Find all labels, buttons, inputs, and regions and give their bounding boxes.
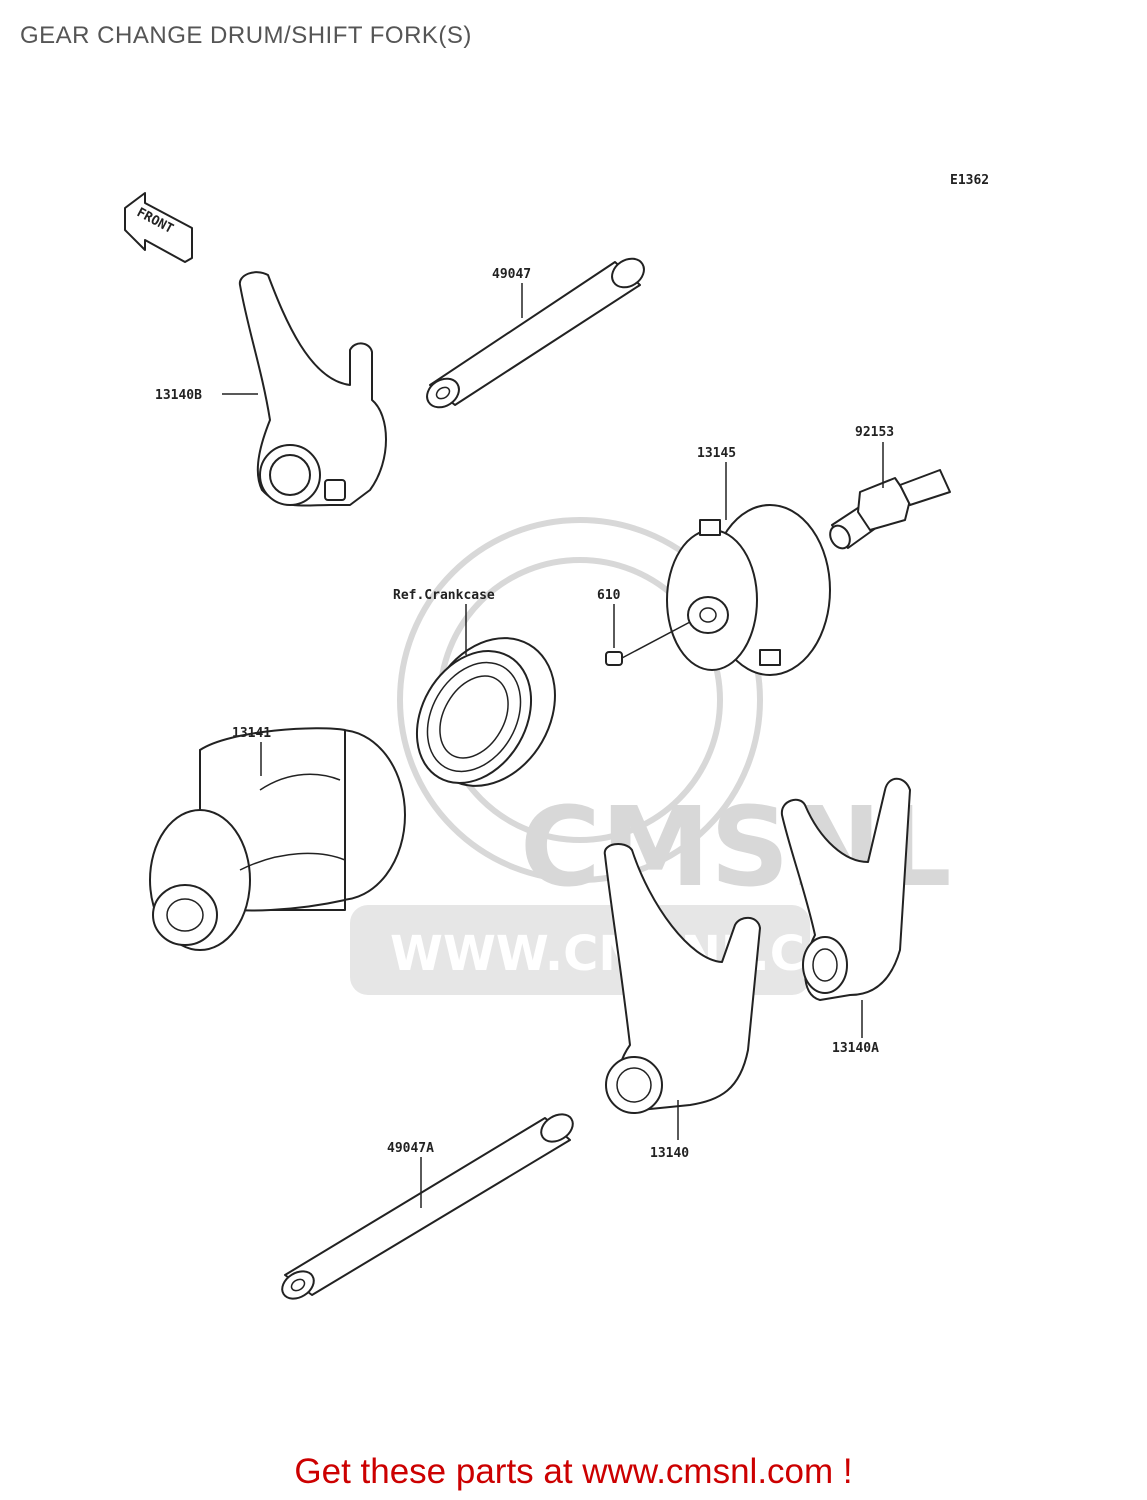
- label-49047: 49047: [492, 267, 531, 282]
- bolt-92153: [829, 469, 951, 550]
- label-13140: 13140: [650, 1146, 689, 1161]
- page-title: GEAR CHANGE DRUM/SHIFT FORK(S): [20, 22, 472, 49]
- bearing-ref-crankcase: [415, 637, 556, 787]
- label-92153: 92153: [855, 425, 894, 440]
- shaft-49047a: [281, 1113, 574, 1300]
- label-13140a: 13140A: [832, 1041, 879, 1056]
- pin-610: [605, 621, 691, 666]
- label-ref-crankcase: Ref.Crankcase: [393, 588, 495, 603]
- gear-change-drum-13141: [149, 727, 406, 951]
- label-13140b: 13140B: [155, 388, 202, 403]
- label-610: 610: [597, 588, 621, 603]
- shift-fork-13140b: [238, 271, 387, 507]
- label-13141: 13141: [232, 726, 271, 741]
- diagram-code: E1362: [950, 173, 989, 188]
- front-direction-arrow: FRONT: [124, 192, 193, 263]
- label-49047a: 49047A: [387, 1141, 434, 1156]
- cam-13145: [666, 504, 831, 676]
- shift-fork-13140: [603, 843, 761, 1114]
- shaft-49047: [426, 257, 645, 409]
- label-13145: 13145: [697, 446, 736, 461]
- footer-parts-link[interactable]: Get these parts at www.cmsnl.com !: [294, 1452, 853, 1491]
- shift-fork-13140a: [780, 777, 911, 1001]
